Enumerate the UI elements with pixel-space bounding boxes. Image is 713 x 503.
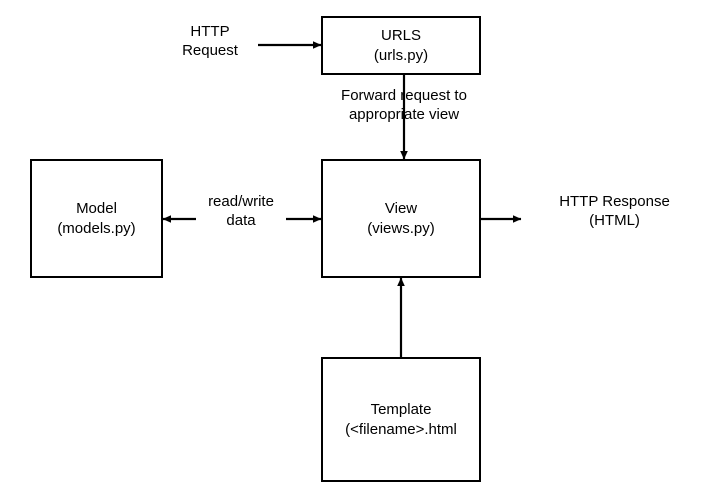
node-template-line2: (<filename>.html [345, 420, 457, 438]
label-http-request-line2: Request [182, 42, 238, 60]
node-view-line1: View [384, 200, 418, 218]
node-template-line1: Template [370, 401, 432, 419]
label-forward-request-line2: appropriate view [348, 106, 460, 124]
label-http-request: HTTP Request [160, 22, 260, 60]
label-http-request-line1: HTTP [190, 23, 230, 40]
node-model-line1: Model [76, 200, 117, 218]
node-model[interactable]: Model (models.py) [30, 159, 163, 278]
label-http-response-line2: (HTML) [589, 212, 640, 230]
label-forward-request-line1: Forward request to [341, 87, 467, 104]
label-http-response-line1: HTTP Response [559, 193, 670, 210]
node-template[interactable]: Template (<filename>.html [321, 357, 481, 482]
node-view[interactable]: View (views.py) [321, 159, 481, 278]
label-read-write-data-line1: read/write [208, 193, 274, 210]
node-view-line2: (views.py) [367, 219, 435, 237]
label-read-write-data: read/write data [193, 192, 289, 230]
node-urls-line1: URLS [380, 27, 421, 45]
label-http-response: HTTP Response (HTML) [527, 192, 702, 230]
node-urls[interactable]: URLS (urls.py) [321, 16, 481, 75]
node-urls-line2: (urls.py) [373, 46, 429, 64]
node-model-line2: (models.py) [57, 219, 136, 237]
label-read-write-data-line2: data [226, 212, 256, 230]
label-forward-request: Forward request to appropriate view [318, 86, 490, 124]
